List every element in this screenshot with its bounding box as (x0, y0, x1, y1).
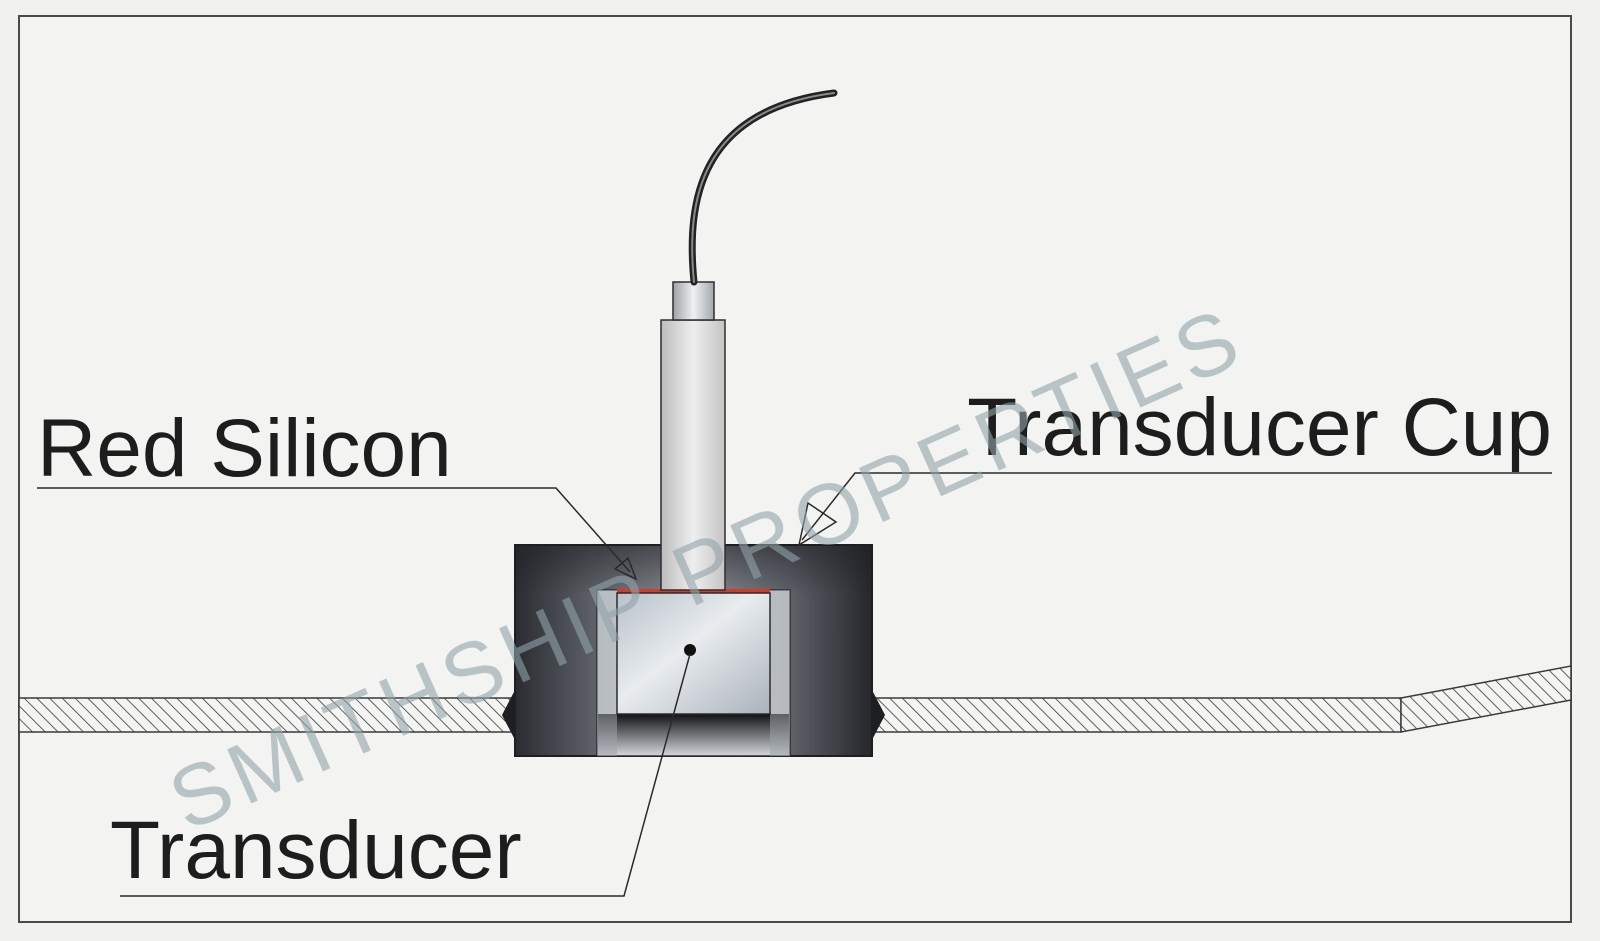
label-transducer-cup: Transducer Cup (967, 382, 1552, 473)
diagram-frame (18, 15, 1572, 923)
transducer-stem (660, 319, 726, 591)
weld-right (872, 690, 885, 740)
leader-transducer-cup (797, 472, 1552, 547)
leader-transducer (120, 653, 691, 897)
hull-plate-right (871, 697, 1402, 733)
hull-plate-bend (1400, 665, 1572, 733)
red-silicon-layer (617, 589, 770, 593)
hull-plate-left (18, 697, 516, 733)
transducer-center-dot (684, 644, 696, 656)
label-red-silicon: Red Silicon (37, 403, 452, 494)
hull-plate (18, 665, 1572, 733)
weld-left (502, 690, 515, 740)
leader-red-silicon (37, 487, 638, 581)
label-transducer: Transducer (110, 805, 522, 896)
cable-collar (672, 281, 715, 321)
